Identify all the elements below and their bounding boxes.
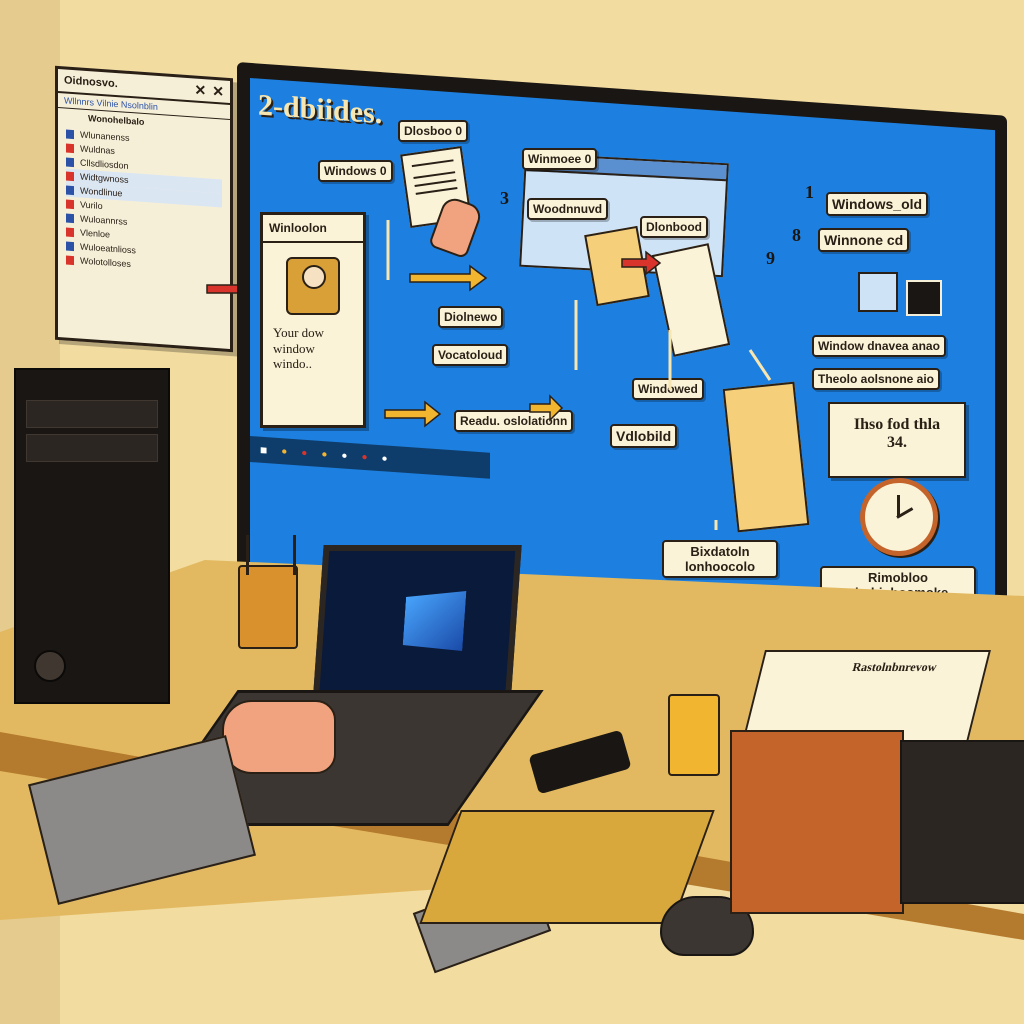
popup-list-item-label: Vurilo [80, 199, 103, 212]
red-arrow-screen [621, 250, 662, 276]
pencil-cup-right [668, 694, 720, 776]
file-icon [66, 129, 74, 139]
windows-logo-icon [402, 591, 466, 651]
label-theolo: Theolo aolsnone aio [812, 368, 941, 390]
file-icon [66, 171, 74, 181]
file-icon [66, 157, 74, 167]
popup-window: Oidnosvo. ✕ ✕ Wllnnrs Vilnie Nsolnblin W… [55, 65, 233, 353]
winloolon-card-text: Your dow window windo.. [273, 325, 325, 372]
power-button[interactable] [34, 650, 66, 682]
pencils [246, 535, 296, 575]
label-windowvd: Woodnnuvd [527, 198, 609, 220]
popup-list-item-label: Wuloannrss [80, 213, 128, 227]
popup-list-item-label: Wuldnas [80, 143, 115, 156]
file-icon [66, 199, 74, 209]
winloolon-card-title: Winloolon [263, 215, 363, 243]
label-vocatoloud: Vocatoloud [432, 344, 509, 366]
label-vdlobild: Vdlobild [610, 424, 678, 448]
file-icon [66, 255, 74, 265]
step-3-number: 3 [500, 188, 509, 208]
drawer-unit [900, 740, 1024, 904]
label-winnone: Winnone cd [818, 228, 910, 252]
label-windowsed: Windowed [632, 378, 704, 400]
label-windows-top: Winmoee 0 [522, 148, 598, 170]
contact-icon [906, 280, 942, 316]
label-diolnewo: Diolnewo [438, 306, 504, 328]
user-avatar [286, 257, 340, 315]
popup-list-item-label: Widtgwnoss [80, 171, 129, 185]
step-8-number: 8 [792, 225, 801, 245]
popup-list-item-label: Cllsdliosdon [80, 157, 129, 171]
file-icon [66, 213, 74, 223]
file-icon [66, 227, 74, 237]
winloolon-card: Winloolon Your dow window windo.. [260, 212, 366, 428]
file-icon [66, 241, 74, 251]
step-1-number: 1 [805, 182, 814, 202]
left-hand [222, 700, 336, 774]
popup-title: Oidnosvo. [64, 74, 118, 91]
screen-heading: 2-dbiides. [258, 88, 383, 131]
label-bixdatoln: Bixdatoln lonhoocolo [662, 540, 778, 578]
file-tray [730, 730, 904, 914]
pc-tower [14, 368, 170, 704]
label-dlosboo: Dlosboo 0 [398, 120, 469, 142]
label-windows-old: Windows_old [826, 192, 929, 216]
close-icon-secondary[interactable]: ✕ [212, 82, 224, 100]
paper-top-heading: Rastolnbnrevow [850, 660, 939, 674]
photo-thumbnail [858, 272, 898, 312]
file-icon [66, 143, 74, 153]
label-dlonbood: Dlonbood [640, 216, 708, 238]
close-icon[interactable]: ✕ [194, 81, 207, 98]
label-window-drives: Window dnavea anao [812, 335, 946, 357]
label-readu: Readu. oslolationn [454, 410, 574, 432]
clock-icon [860, 478, 938, 556]
note-box-text: Ihso fod thla 34. [853, 416, 941, 451]
popup-list-item-label: Wondlinue [80, 185, 123, 199]
pencil-cup [238, 565, 298, 649]
flow-arrows [384, 220, 772, 530]
label-windows-left: Windows 0 [318, 160, 393, 182]
file-icon [66, 185, 74, 195]
popup-list-item-label: Wolotolloses [80, 255, 131, 270]
popup-list-item-label: Vlenloe [80, 227, 111, 240]
note-box: Ihso fod thla 34. [828, 402, 966, 478]
step-9-number: 9 [766, 248, 775, 268]
laptop-screen [312, 545, 522, 707]
popup-list-item-label: Wlunanenss [80, 129, 130, 143]
